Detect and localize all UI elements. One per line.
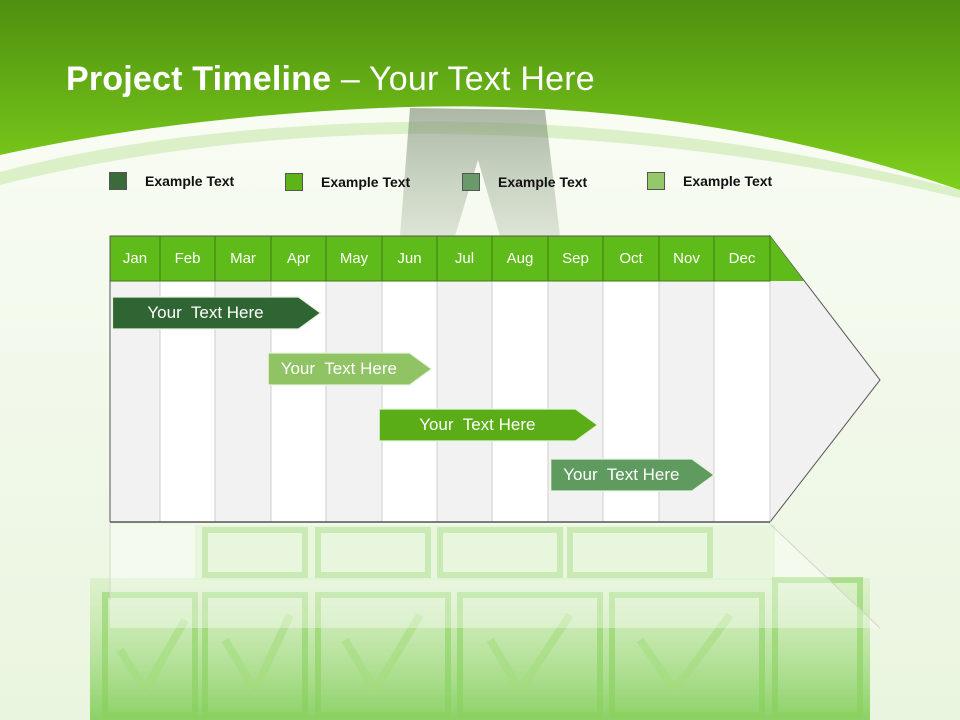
title-subtitle: – Your Text Here (331, 60, 595, 98)
task-bar-label-1: Your Text Here (147, 303, 264, 322)
legend-label-1: Example Text (145, 173, 235, 189)
month-label-jul: Jul (454, 250, 475, 267)
month-column-may (325, 280, 383, 523)
task-bar-label-3: Your Text Here (419, 415, 536, 434)
month-header-aug (491, 235, 549, 282)
month-header-mar (214, 235, 272, 282)
month-label-apr: Apr (286, 250, 311, 267)
legend-swatch-3 (462, 173, 480, 191)
task-bar-1 (111, 296, 322, 330)
legend-swatch-4 (647, 172, 665, 190)
month-label-oct: Oct (619, 250, 643, 267)
month-label-dec: Dec (728, 250, 756, 267)
month-label-jun: Jun (397, 250, 422, 267)
month-label-jan: Jan (122, 250, 148, 267)
timeline-arrow-header-tip (770, 236, 804, 281)
legend-item-3: Example Text (462, 171, 587, 193)
month-label-feb: Feb (174, 250, 201, 267)
month-column-jun (381, 280, 438, 523)
month-label-sep: Sep (562, 250, 589, 267)
month-label-aug: Aug (506, 250, 534, 267)
month-label-nov: Nov (673, 250, 700, 267)
task-bar-4 (550, 458, 716, 492)
month-header-sep (547, 235, 604, 282)
legend-label-3: Example Text (498, 174, 588, 190)
month-column-aug (491, 280, 549, 523)
task-bar-label-4: Your Text Here (563, 465, 680, 484)
legend-item-4: Example Text (647, 170, 772, 192)
page-title: Project Timeline – Your Text Here (66, 60, 595, 99)
task-bar-label-2: Your Text Here (280, 359, 397, 378)
month-header-oct (602, 235, 660, 282)
background-blocks (90, 525, 870, 720)
month-header-nov (658, 235, 715, 282)
month-column-dec (713, 280, 771, 523)
title-bold: Project Timeline (66, 60, 332, 98)
month-label-mar: Mar (230, 250, 256, 267)
legend-item-1: Example Text (109, 170, 234, 192)
task-bar-3 (378, 408, 599, 442)
month-header-feb (159, 235, 216, 282)
month-label-may: May (339, 250, 369, 267)
month-header-may (325, 235, 383, 282)
legend-label-2: Example Text (321, 174, 411, 190)
month-column-jul (436, 280, 493, 523)
figure-silhouette (400, 108, 560, 236)
legend-label-4: Example Text (683, 173, 773, 189)
legend-swatch-1 (109, 172, 127, 190)
month-header-jan (109, 235, 161, 282)
legend-swatch-2 (285, 173, 303, 191)
task-bar-2 (267, 352, 433, 386)
legend-item-2: Example Text (285, 171, 410, 193)
